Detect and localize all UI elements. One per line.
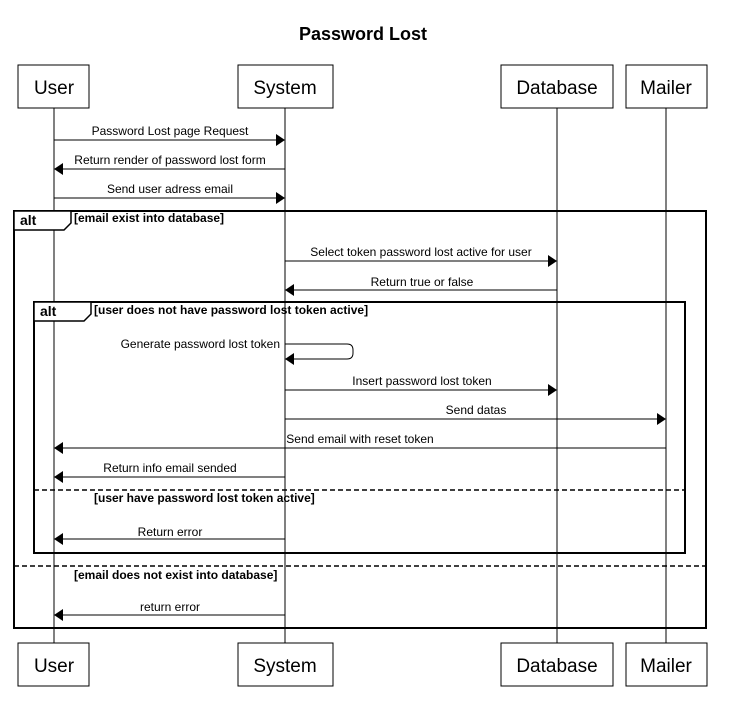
participant-database-top: Database [500, 64, 614, 109]
participant-user-label: User [34, 78, 75, 99]
participant-user-top: User [17, 64, 90, 109]
participant-mailer-top: Mailer [625, 64, 708, 109]
alt-fragment-outer: alt [email exist into database] [email d… [13, 210, 707, 629]
participant-system-top: System [237, 64, 334, 109]
participants-bottom: User System Database Mailer [17, 642, 708, 687]
message-label: Send email with reset token [286, 432, 433, 446]
message-label: Return info email sended [103, 461, 236, 475]
alt-tab-inner [33, 301, 92, 322]
message-label: Return render of password lost form [74, 153, 265, 167]
message-insert-token: Insert password lost token [285, 374, 557, 396]
alt-fragment-inner: alt [user does not have password lost to… [33, 301, 686, 554]
participant-system-bottom: System [237, 642, 334, 687]
participant-mailer-label: Mailer [640, 78, 692, 99]
guard-email-not-exists: [email does not exist into database] [74, 568, 277, 582]
alt-frame-outer [13, 210, 707, 629]
participant-system-label: System [253, 78, 316, 99]
participant-system-label: System [253, 656, 316, 677]
arrowhead [285, 284, 294, 296]
arrowhead [548, 384, 557, 396]
message-label: Select token password lost active for us… [310, 245, 531, 259]
alt-operator-outer: alt [20, 212, 37, 228]
message-return-error-no-email: return error [54, 600, 285, 621]
participant-user-label: User [34, 656, 75, 677]
message-label: Insert password lost token [352, 374, 491, 388]
guard-email-exists: [email exist into database] [74, 211, 224, 225]
guard-token-active: [user have password lost token active] [94, 491, 315, 505]
participant-mailer-label: Mailer [640, 656, 692, 677]
message-label: Send datas [446, 403, 507, 417]
message-label: Return error [138, 525, 203, 539]
message-return-true-false: Return true or false [285, 275, 557, 296]
diagram-title: Password Lost [299, 24, 427, 44]
message-label: Return true or false [371, 275, 474, 289]
arrowhead [276, 192, 285, 204]
arrowhead [54, 442, 63, 454]
alt-tab-outer [13, 210, 72, 231]
message-send-reset-email: Send email with reset token [54, 432, 666, 454]
arrowhead [54, 163, 63, 175]
alt-operator-inner: alt [40, 303, 57, 319]
arrowhead [54, 471, 63, 483]
participant-database-bottom: Database [500, 642, 614, 687]
message-return-info-email: Return info email sended [54, 461, 285, 483]
participant-database-label: Database [516, 656, 597, 677]
message-select-token: Select token password lost active for us… [285, 245, 557, 267]
message-label: return error [140, 600, 200, 614]
message-return-render-form: Return render of password lost form [54, 153, 285, 175]
arrowhead [285, 353, 294, 365]
alt-frame-inner [33, 301, 686, 554]
participant-database-label: Database [516, 78, 597, 99]
participant-mailer-bottom: Mailer [625, 642, 708, 687]
message-return-error-token-active: Return error [54, 525, 285, 545]
arrowhead [548, 255, 557, 267]
message-send-email-address: Send user adress email [54, 182, 285, 204]
participants-top: User System Database Mailer [17, 64, 708, 109]
participant-user-bottom: User [17, 642, 90, 687]
message-password-lost-request: Password Lost page Request [54, 124, 285, 146]
arrowhead [276, 134, 285, 146]
arrowhead [54, 533, 63, 545]
messages: Password Lost page Request Return render… [54, 124, 666, 621]
message-label: Send user adress email [107, 182, 233, 196]
arrowhead [54, 609, 63, 621]
message-send-datas: Send datas [285, 403, 666, 425]
guard-no-token-active: [user does not have password lost token … [94, 303, 368, 317]
arrowhead [657, 413, 666, 425]
message-generate-token: Generate password lost token [121, 337, 354, 365]
message-label: Password Lost page Request [92, 124, 249, 138]
message-label: Generate password lost token [121, 337, 280, 351]
